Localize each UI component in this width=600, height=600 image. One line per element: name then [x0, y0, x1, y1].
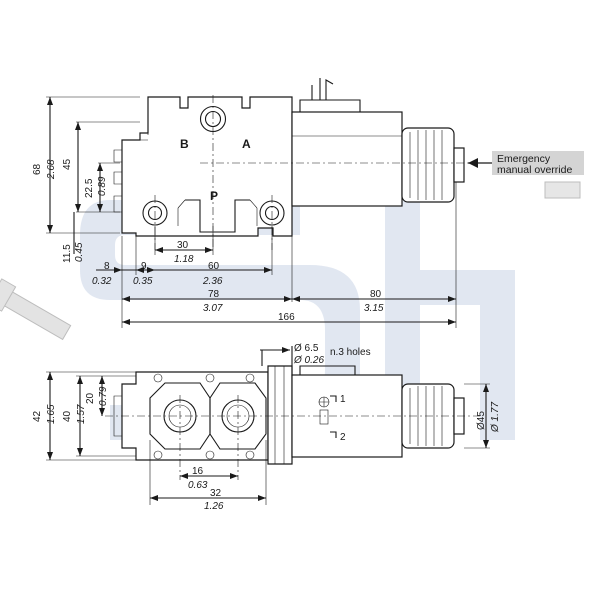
holes-note: n.3 holes	[330, 347, 371, 358]
top-view: 1 2 Ø 6.5 Ø 0.26 n.3 holes 42 1.65 40 1.…	[32, 343, 501, 512]
dim-22-5: 22.5	[84, 178, 95, 198]
dim-60: 60	[208, 261, 220, 272]
dim-78-in: 3.07	[203, 303, 223, 314]
dim-80: 80	[370, 289, 382, 300]
dim-11-5: 11.5	[62, 244, 73, 263]
dim-42: 42	[32, 410, 43, 422]
dim-16: 16	[192, 466, 204, 477]
callout-line1: Emergency	[497, 153, 551, 165]
callout-line2: manual override	[497, 164, 572, 176]
front-view: B A P Emergency manual override	[32, 78, 584, 328]
dim-68: 68	[32, 163, 43, 175]
dim-22-5-in: 0.89	[97, 176, 108, 196]
dim-32: 32	[210, 488, 222, 499]
ground-symbol-icon	[318, 396, 330, 408]
dim-30: 30	[177, 240, 189, 251]
dim-16-in: 0.63	[188, 480, 208, 491]
dim-9-in: 0.35	[133, 276, 153, 287]
terminal-1-label: 1	[340, 394, 346, 405]
terminal-2-label: 2	[340, 432, 346, 443]
dim-20: 20	[85, 392, 96, 404]
emergency-override-callout: Emergency manual override	[468, 151, 584, 199]
dim-78: 78	[208, 289, 220, 300]
port-p-label: P	[210, 189, 218, 203]
dim-45: 45	[62, 158, 73, 170]
solenoid-front	[291, 111, 403, 207]
dim-8-in: 0.32	[92, 276, 112, 287]
dim-dia45-in: Ø 1.77	[490, 402, 501, 433]
dim-30-in: 1.18	[174, 254, 194, 265]
dim-40-in: 1.57	[76, 404, 87, 424]
port-a-label: A	[242, 137, 251, 151]
port-b-label: B	[180, 137, 189, 151]
dim-8: 8	[104, 261, 110, 272]
dim-11-5-in: 0.45	[74, 242, 85, 262]
dim-9: 9	[141, 261, 147, 272]
dim-40: 40	[62, 410, 73, 422]
dim-42-in: 1.65	[46, 404, 57, 424]
coil-symbol-icon	[319, 409, 329, 425]
dim-hole-dia: Ø 6.5	[294, 343, 319, 354]
valve-body-front	[121, 96, 293, 237]
dim-32-in: 1.26	[204, 501, 224, 512]
dim-20-in: 0.79	[98, 386, 109, 406]
dim-80-in: 3.15	[364, 303, 384, 314]
wrench-icon	[0, 278, 72, 341]
dim-60-in: 2.36	[202, 276, 223, 287]
dim-dia45: Ø45	[476, 411, 487, 430]
dim-166: 166	[278, 312, 295, 323]
dim-68-in: 2.68	[46, 159, 57, 180]
dim-hole-dia-in: Ø 0.26	[293, 355, 324, 366]
